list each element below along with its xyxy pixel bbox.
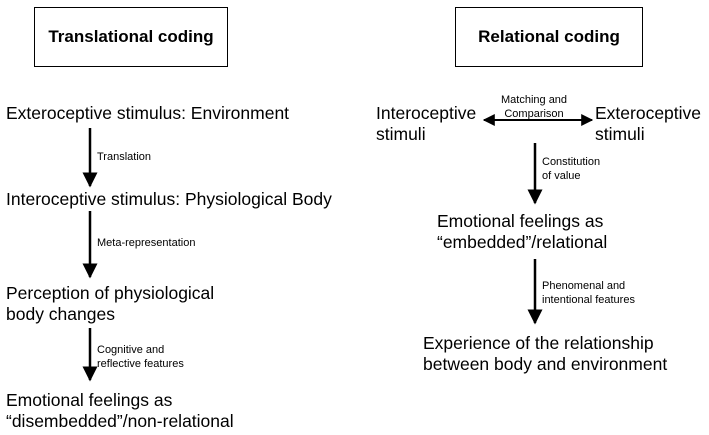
translational-step-2: Interoceptive stimulus: Physiological Bo… [6, 189, 332, 209]
phenomenal-intentional-line-1: Phenomenal and [542, 280, 626, 292]
translational-step-3: Perception of physiological body changes [6, 283, 214, 325]
relational-step-1: Emotional feelings as “embedded”/relatio… [437, 211, 607, 253]
exteroceptive-stimuli-node: Exteroceptive stimuli [595, 103, 701, 145]
relational-step-1-line-2: “embedded”/relational [437, 232, 608, 252]
translational-step-3-line-2: body changes [6, 304, 115, 324]
relational-coding-title-box: Relational coding [455, 7, 643, 67]
translation-label: Translation [97, 151, 152, 163]
relational-coding-title: Relational coding [478, 27, 620, 46]
constitution-of-value-line-2: of value [542, 170, 581, 182]
relational-step-2: Experience of the relationship between b… [423, 333, 667, 375]
cognitive-reflective-label-line-2: reflective features [97, 358, 184, 370]
translational-step-3-line-1: Perception of physiological [6, 283, 215, 303]
phenomenal-intentional-label: Phenomenal and intentional features [542, 279, 635, 307]
interoceptive-stimuli-line-2: stimuli [376, 124, 426, 144]
constitution-of-value-line-1: Constitution [542, 156, 601, 168]
translational-coding-title: Translational coding [48, 27, 214, 46]
interoceptive-stimuli-node: Interoceptive stimuli [376, 103, 476, 145]
matching-comparison-line-2: Comparison [504, 108, 564, 120]
constitution-of-value-label: Constitution of value [542, 155, 600, 183]
exteroceptive-stimuli-line-1: Exteroceptive [595, 103, 702, 123]
phenomenal-intentional-line-2: intentional features [542, 294, 635, 306]
translational-step-4: Emotional feelings as “disembedded”/non-… [6, 390, 234, 432]
cognitive-reflective-label: Cognitive and reflective features [97, 343, 184, 371]
translational-step-1: Exteroceptive stimulus: Environment [6, 103, 290, 123]
translational-step-4-line-1: Emotional feelings as [6, 390, 173, 410]
meta-representation-label: Meta-representation [97, 237, 196, 249]
translational-coding-title-box: Translational coding [34, 7, 228, 67]
matching-comparison-label: Matching and Comparison [501, 93, 567, 121]
cognitive-reflective-label-line-1: Cognitive and [97, 344, 165, 356]
relational-step-2-line-1: Experience of the relationship [423, 333, 654, 353]
interoceptive-stimuli-line-1: Interoceptive [376, 103, 477, 123]
relational-step-1-line-1: Emotional feelings as [437, 211, 604, 231]
translational-step-4-line-2: “disembedded”/non-relational [6, 411, 234, 431]
relational-step-2-line-2: between body and environment [423, 354, 668, 374]
exteroceptive-stimuli-line-2: stimuli [595, 124, 645, 144]
matching-comparison-line-1: Matching and [501, 94, 568, 106]
